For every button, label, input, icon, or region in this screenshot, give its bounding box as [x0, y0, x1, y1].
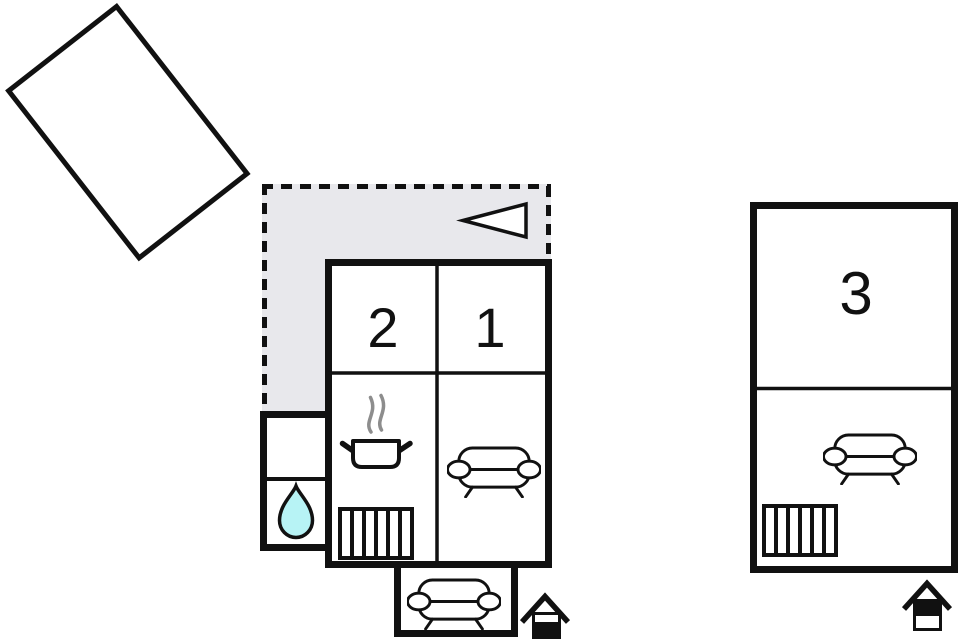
stove-pot-icon: [339, 439, 413, 469]
steam-icon: [367, 393, 386, 434]
radiator-icon: [338, 507, 414, 560]
direction-arrow-icon: [456, 201, 528, 240]
room-label-1: 1: [474, 296, 506, 359]
room-label-3: 3: [839, 260, 873, 327]
room-label-2: 2: [367, 296, 399, 359]
annex-rooms: [260, 411, 333, 551]
water-drop-icon: [277, 481, 315, 540]
house-marker-annex-icon: [901, 579, 953, 631]
outbuilding-outline: [5, 2, 251, 262]
terrace-dashed-area: [262, 184, 551, 411]
radiator-icon: [762, 504, 838, 557]
house-marker-main-icon: [519, 592, 571, 639]
